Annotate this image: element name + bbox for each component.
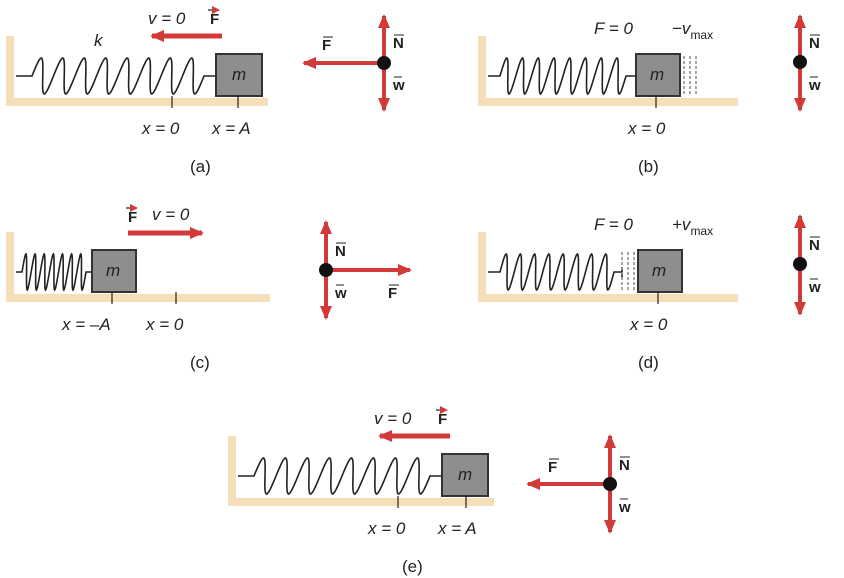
spring-b bbox=[488, 56, 637, 96]
mass-block-a bbox=[215, 53, 263, 97]
velocity-label-e: v = 0 bbox=[374, 409, 412, 428]
pos-label-b-1: x = 0 bbox=[627, 119, 666, 138]
fbd-w-e: w bbox=[618, 499, 631, 516]
caption-a: (a) bbox=[190, 157, 211, 176]
fbd-w-d: w bbox=[808, 279, 821, 296]
fbd-w-a: w bbox=[392, 77, 405, 94]
fbd-n-c: N bbox=[335, 243, 346, 260]
panel-d: m F = 0 +vmax x = 0 (d) N w bbox=[478, 214, 821, 372]
body-dot-b bbox=[793, 55, 807, 69]
body-dot-e bbox=[603, 477, 617, 491]
caption-b: (b) bbox=[638, 157, 659, 176]
force-eq-b: F = 0 bbox=[594, 19, 633, 38]
fbd-a: N w F bbox=[302, 14, 405, 112]
mass-label-d: m bbox=[652, 261, 666, 280]
mass-block-e bbox=[441, 453, 489, 497]
pos-label-a-2: x = A bbox=[211, 119, 251, 138]
pos-label-a-1: x = 0 bbox=[141, 119, 180, 138]
mass-label-b: m bbox=[650, 65, 664, 84]
velocity-label-b: −vmax bbox=[672, 19, 713, 42]
mass-label-e: m bbox=[458, 465, 472, 484]
pos-label-d-1: x = 0 bbox=[629, 315, 668, 334]
caption-d: (d) bbox=[638, 353, 659, 372]
fbd-w-b: w bbox=[808, 77, 821, 94]
floor-c bbox=[6, 232, 270, 302]
floor-e bbox=[228, 436, 494, 506]
velocity-label-a: v = 0 bbox=[148, 9, 186, 28]
velocity-label-c: v = 0 bbox=[152, 205, 190, 224]
floor-a bbox=[6, 36, 268, 106]
fbd-n-a: N bbox=[393, 35, 404, 52]
motion-lines-d bbox=[621, 252, 635, 292]
fbd-b: N w bbox=[793, 14, 821, 112]
motion-lines-b bbox=[683, 56, 697, 96]
panel-e: m v = 0 F x = 0 x = A (e) N w F bbox=[228, 406, 631, 576]
force-label-c: F bbox=[128, 209, 137, 226]
mass-block-b bbox=[635, 53, 681, 97]
panel-c: m F v = 0 x = –A x = 0 (c) N w F bbox=[6, 204, 412, 372]
spring-d bbox=[488, 252, 623, 292]
spring-c bbox=[16, 252, 93, 292]
mass-block-d bbox=[637, 249, 683, 293]
caption-c: (c) bbox=[190, 353, 210, 372]
force-label-a: F bbox=[210, 11, 219, 28]
panel-b: m F = 0 −vmax x = 0 (b) N w bbox=[478, 14, 821, 176]
pos-label-e-1: x = 0 bbox=[367, 519, 406, 538]
spring-constant-label: k bbox=[94, 31, 104, 50]
floor-b bbox=[478, 36, 738, 106]
body-dot-d bbox=[793, 257, 807, 271]
body-dot-c bbox=[319, 263, 333, 277]
floor-d bbox=[478, 232, 738, 302]
fbd-e: N w F bbox=[526, 434, 631, 534]
fbd-w-c: w bbox=[334, 285, 347, 302]
mass-label-c: m bbox=[106, 261, 120, 280]
fbd-c: N w F bbox=[319, 220, 412, 320]
velocity-label-d: +vmax bbox=[672, 215, 713, 238]
panel-a: m k v = 0 F x = 0 x = A (a) N w F bbox=[6, 6, 405, 176]
caption-e: (e) bbox=[402, 557, 423, 576]
vector-hats bbox=[323, 34, 820, 500]
fbd-f-c: F bbox=[388, 285, 397, 302]
fbd-n-b: N bbox=[809, 35, 820, 52]
body-dot-a bbox=[377, 56, 391, 70]
fbd-f-e: F bbox=[548, 459, 557, 476]
pos-label-c-1: x = –A bbox=[61, 315, 111, 334]
mass-block-c bbox=[91, 249, 137, 293]
spring-e bbox=[238, 457, 443, 495]
force-label-e: F bbox=[438, 411, 447, 428]
spring-a bbox=[16, 57, 217, 95]
fbd-n-d: N bbox=[809, 237, 820, 254]
pos-label-c-2: x = 0 bbox=[145, 315, 184, 334]
fbd-n-e: N bbox=[619, 457, 630, 474]
force-eq-d: F = 0 bbox=[594, 215, 633, 234]
mass-label-a: m bbox=[232, 65, 246, 84]
pos-label-e-2: x = A bbox=[437, 519, 477, 538]
fbd-f-a: F bbox=[322, 37, 331, 54]
fbd-d: N w bbox=[793, 214, 821, 316]
